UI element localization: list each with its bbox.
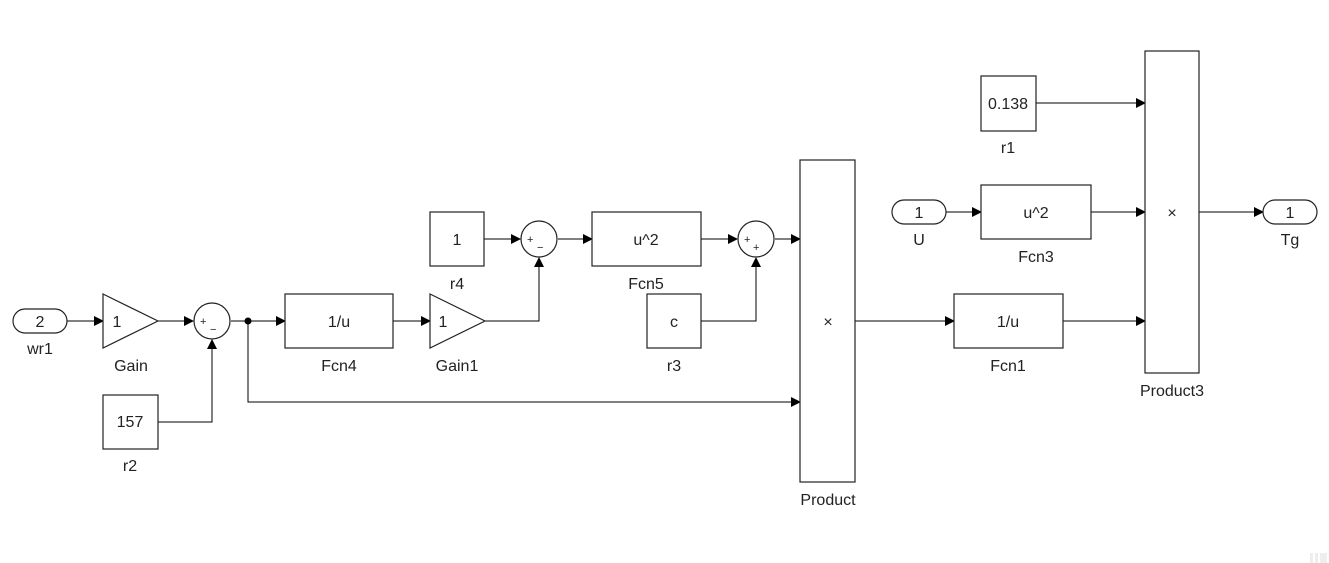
product3-block[interactable]: × Product3 — [1140, 50, 1204, 400]
branch-point — [244, 317, 252, 325]
sum1-block[interactable]: + − — [193, 302, 231, 340]
outport-tg-number: 1 — [1286, 205, 1295, 222]
product-block[interactable]: × Product — [799, 159, 856, 509]
constant-r2[interactable]: 157 r2 — [102, 394, 159, 475]
fcn1-label: Fcn1 — [990, 358, 1026, 375]
fcn5-expression: u^2 — [633, 232, 658, 249]
fcn3-expression: u^2 — [1023, 205, 1048, 222]
fcn4-label: Fcn4 — [321, 358, 357, 375]
sum2-sign-minus: − — [537, 242, 543, 254]
fcn4-block[interactable]: 1/u Fcn4 — [284, 293, 394, 375]
sum2-block[interactable]: + − — [520, 220, 558, 258]
constant-r1[interactable]: 0.138 r1 — [980, 75, 1037, 157]
gain1-label: Gain1 — [436, 358, 479, 375]
gain1-value: 1 — [439, 314, 448, 331]
sum3-sign-plus-1: + — [744, 234, 750, 246]
inport-wr1[interactable]: 2 wr1 — [12, 308, 68, 358]
fcn5-label: Fcn5 — [628, 276, 664, 293]
wire-r2-sum1[interactable] — [158, 339, 217, 423]
inport-wr1-number: 2 — [36, 314, 45, 331]
constant-r2-value: 157 — [117, 414, 144, 431]
product3-multiply-icon: × — [1167, 205, 1176, 222]
constant-r2-label: r2 — [123, 458, 137, 475]
constant-r4[interactable]: 1 r4 — [429, 211, 485, 293]
inport-wr1-label: wr1 — [26, 341, 53, 358]
inport-u-label: U — [913, 232, 925, 249]
constant-r3[interactable]: c r3 — [646, 293, 702, 375]
constant-r3-label: r3 — [667, 358, 681, 375]
fcn4-expression: 1/u — [328, 314, 350, 331]
product3-label: Product3 — [1140, 383, 1204, 400]
sum2-sign-plus: + — [527, 234, 533, 246]
wire-sum1-product[interactable] — [247, 321, 801, 407]
sum3-sign-plus-2: + — [753, 242, 759, 254]
sum3-block[interactable]: + + — [737, 220, 775, 258]
outport-tg[interactable]: 1 Tg — [1262, 199, 1318, 249]
fcn1-expression: 1/u — [997, 314, 1019, 331]
constant-r1-label: r1 — [1001, 140, 1015, 157]
inport-u[interactable]: 1 U — [891, 199, 947, 249]
gain-value: 1 — [113, 314, 122, 331]
product-multiply-icon: × — [823, 314, 832, 331]
sum1-sign-plus: + — [200, 316, 206, 328]
wire-gain1-sum2[interactable] — [485, 257, 544, 322]
constant-r4-label: r4 — [450, 276, 464, 293]
gain-block[interactable]: 1 Gain — [102, 293, 160, 375]
constant-r1-value: 0.138 — [988, 96, 1028, 113]
sum1-sign-minus: − — [210, 324, 216, 336]
gain1-block[interactable]: 1 Gain1 — [429, 293, 487, 375]
constant-r3-value: c — [670, 314, 678, 331]
fcn3-label: Fcn3 — [1018, 249, 1054, 266]
wire-r3-sum3[interactable] — [701, 257, 761, 322]
fcn5-block[interactable]: u^2 Fcn5 — [591, 211, 702, 293]
gain-label: Gain — [114, 358, 148, 375]
signal-lines — [67, 98, 1264, 423]
inport-u-number: 1 — [915, 205, 924, 222]
constant-r4-value: 1 — [453, 232, 462, 249]
product-label: Product — [800, 492, 856, 509]
watermark-icon — [1310, 553, 1327, 563]
fcn1-block[interactable]: 1/u Fcn1 — [953, 293, 1064, 375]
outport-tg-label: Tg — [1281, 232, 1300, 249]
fcn3-block[interactable]: u^2 Fcn3 — [980, 184, 1092, 266]
